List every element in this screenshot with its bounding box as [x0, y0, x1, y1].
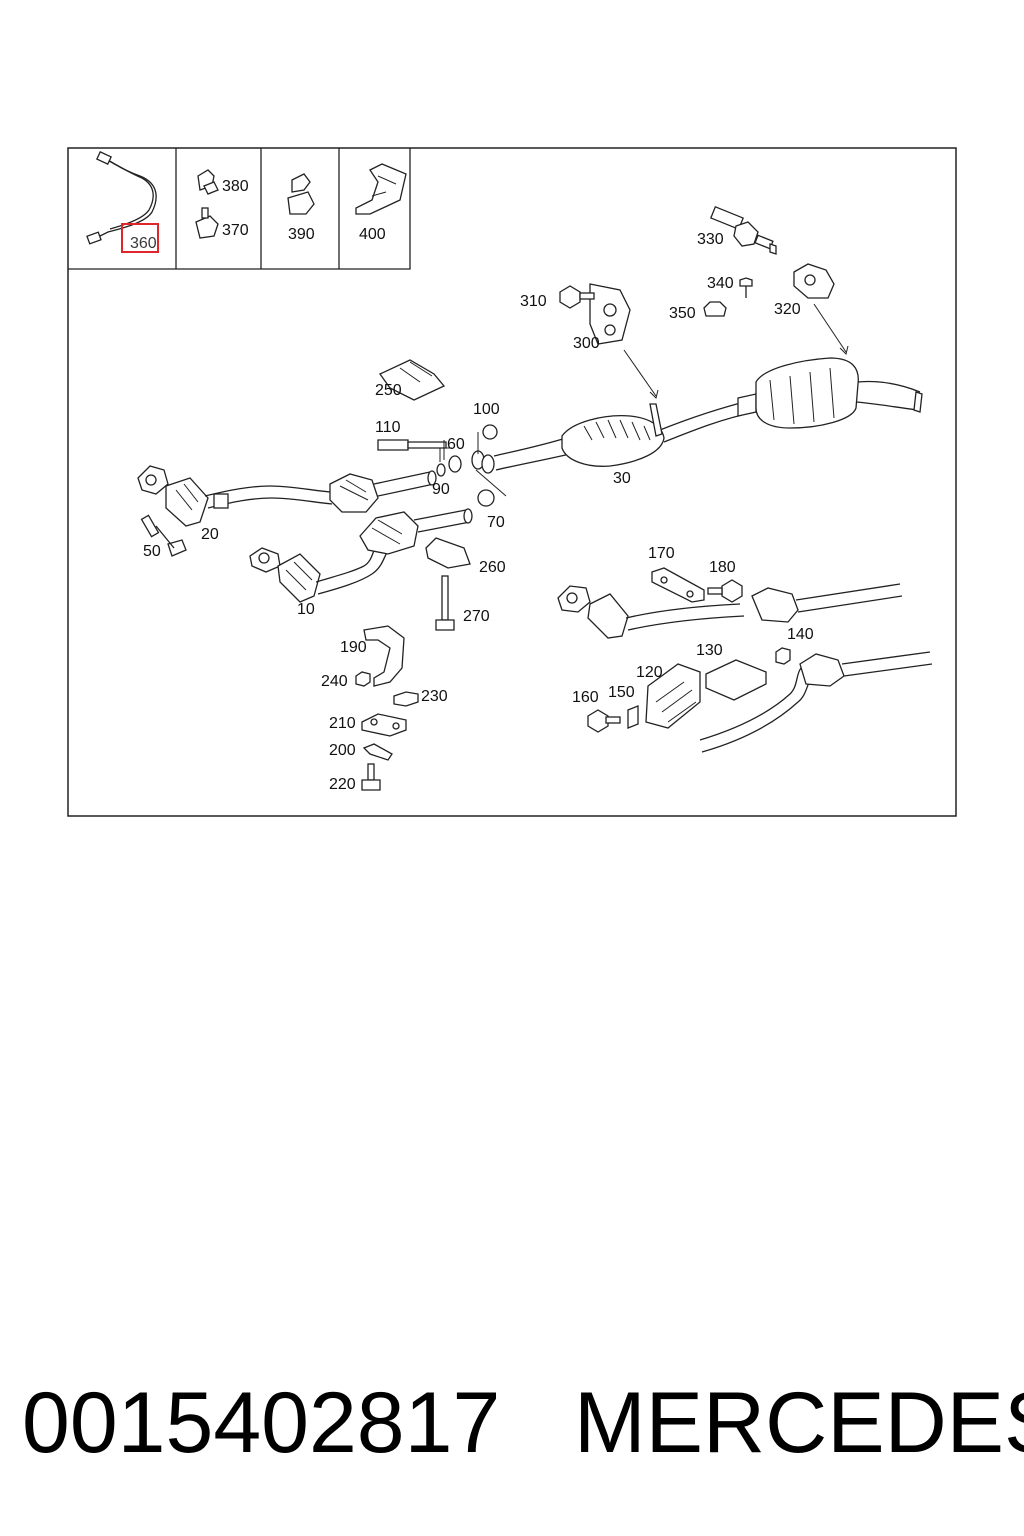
bolt-270[interactable] — [435, 575, 455, 631]
bolt-220[interactable] — [361, 763, 381, 791]
product-caption: 0015402817 MERCEDES — [0, 1368, 1024, 1478]
callout-130: 130 — [696, 642, 723, 659]
bracket-thumbnail[interactable]: 400 — [355, 163, 407, 243]
callout-210: 210 — [329, 715, 356, 732]
callout-30: 30 — [613, 470, 631, 487]
callout-230: 230 — [421, 688, 448, 705]
leader-line — [475, 469, 507, 497]
front-exhaust-pipe-10[interactable] — [249, 508, 473, 603]
thumbnail-label: 380 — [222, 178, 249, 195]
heat-shield-120[interactable] — [645, 663, 701, 729]
oxygen-sensor-thumbnail[interactable]: 360 — [86, 150, 159, 253]
bracket-190[interactable] — [363, 625, 405, 687]
callout-150: 150 — [608, 684, 635, 701]
rubber-mount-350[interactable] — [703, 301, 727, 317]
bracket-260[interactable] — [425, 537, 471, 569]
bracket-250[interactable] — [379, 359, 446, 401]
callout-330: 330 — [697, 231, 724, 248]
callout-170: 170 — [648, 545, 675, 562]
clamp-thumbnail[interactable]: 380 370 — [195, 169, 249, 239]
nut-140[interactable] — [775, 647, 791, 665]
thumbnail-label: 370 — [222, 222, 249, 239]
callout-180: 180 — [709, 559, 736, 576]
callout-70: 70 — [487, 514, 505, 531]
callout-270: 270 — [463, 608, 490, 625]
callout-250: 250 — [375, 382, 402, 399]
callout-60: 60 — [447, 436, 465, 453]
callout-220: 220 — [329, 776, 356, 793]
callout-350: 350 — [669, 305, 696, 322]
thumbnail-label: 400 — [359, 226, 386, 243]
hanger-300[interactable] — [589, 283, 663, 437]
rear-muffler[interactable] — [737, 357, 923, 429]
front-exhaust-pipe-20[interactable] — [137, 465, 437, 527]
callout-160: 160 — [572, 689, 599, 706]
bolt-310[interactable] — [559, 285, 595, 309]
diagram-frame — [67, 147, 957, 817]
callout-10: 10 — [297, 601, 315, 618]
callout-50: 50 — [143, 543, 161, 560]
clamp-330[interactable] — [709, 205, 777, 255]
bracket-170[interactable] — [651, 567, 705, 603]
bolt-160[interactable] — [587, 709, 621, 733]
brand-name: MERCEDES — [574, 1375, 1024, 1471]
callout-140: 140 — [787, 626, 814, 643]
thumbnail-label: 390 — [288, 226, 315, 243]
catalytic-converter-30[interactable] — [471, 399, 757, 507]
callout-110: 110 — [375, 419, 401, 436]
clip-200[interactable] — [362, 743, 393, 761]
callout-240: 240 — [321, 673, 348, 690]
gasket-and-bolts[interactable] — [140, 439, 462, 557]
clip-230[interactable] — [393, 691, 419, 707]
clip-150[interactable] — [627, 705, 639, 729]
rubber-mount-320[interactable] — [793, 263, 849, 355]
callout-190: 190 — [340, 639, 367, 656]
bracket-130[interactable] — [705, 659, 767, 701]
callout-300: 300 — [573, 335, 600, 352]
thumbnail-label: 360 — [130, 235, 157, 252]
highlight-box — [121, 223, 159, 253]
part-number: 0015402817 — [22, 1375, 501, 1471]
callout-320: 320 — [774, 301, 801, 318]
callout-labels: 10 20 30 50 60 70 90 100 110 120 130 140… — [143, 231, 814, 793]
callout-260: 260 — [479, 559, 506, 576]
callout-340: 340 — [707, 275, 734, 292]
callout-310: 310 — [520, 293, 547, 310]
screw-340[interactable] — [739, 277, 753, 298]
exhaust-system-diagram: 360 380 370 390 400 — [67, 147, 957, 817]
nut-240[interactable] — [355, 671, 371, 687]
callout-120: 120 — [636, 664, 663, 681]
clip-thumbnail[interactable]: 390 — [287, 173, 315, 243]
thumbnail-strip-border — [68, 148, 411, 270]
clamp-210[interactable] — [361, 713, 407, 737]
callout-90: 90 — [432, 481, 450, 498]
bolt-180[interactable] — [707, 579, 743, 603]
leader-line — [430, 447, 441, 462]
callout-20: 20 — [201, 526, 219, 543]
callout-100: 100 — [473, 401, 500, 418]
callout-200: 200 — [329, 742, 356, 759]
exhaust-assembly-lower-right[interactable] — [557, 583, 933, 753]
